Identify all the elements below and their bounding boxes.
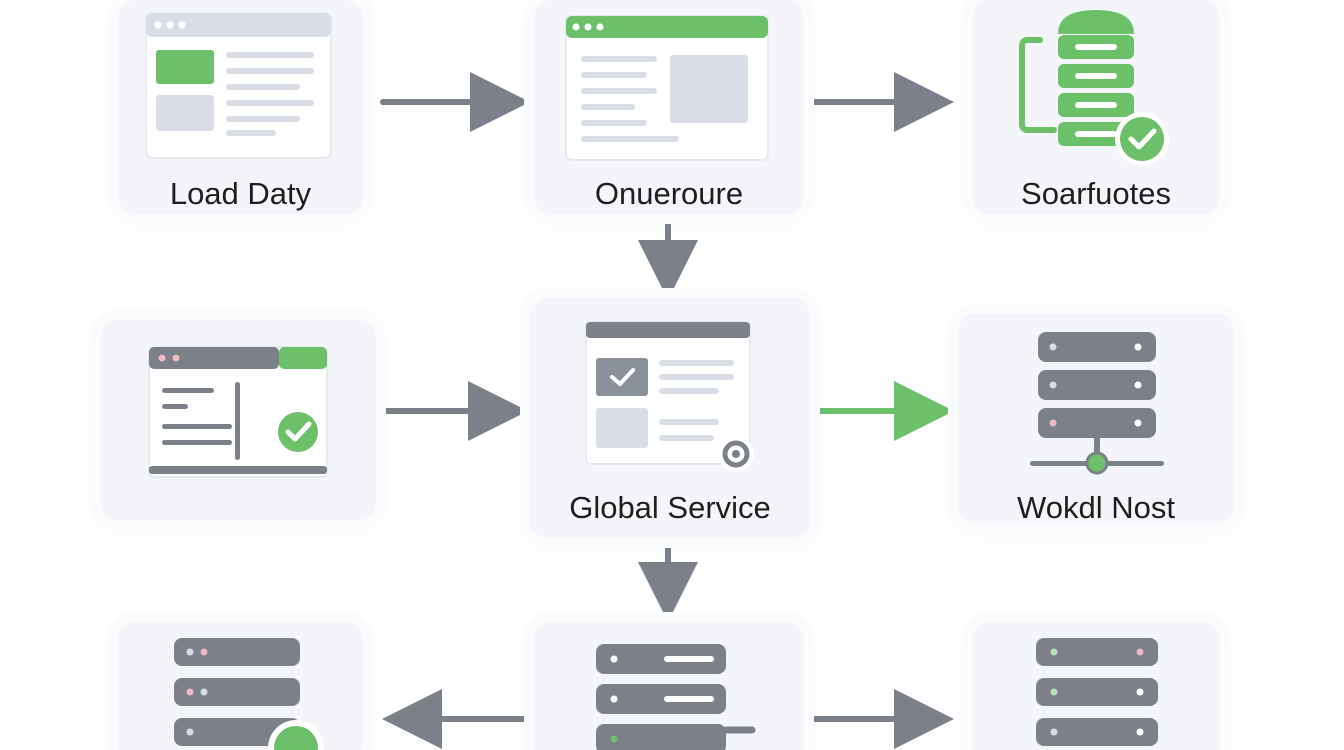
browser-window-icon: [565, 15, 769, 161]
server-check-icon: [1019, 10, 1169, 166]
node-label: Soarfuotes: [1021, 176, 1171, 211]
dashboard-settings-icon: [585, 321, 754, 472]
server-network-icon: [1030, 332, 1164, 475]
node-onueroure: Onueroure: [534, 0, 804, 214]
node-label: Onueroure: [594, 176, 744, 211]
server-edit-icon: [596, 644, 756, 750]
server-icon: [1036, 638, 1158, 746]
node-label: Global Service: [569, 490, 771, 525]
node-server-bottom-center: [534, 622, 804, 750]
node-browser-check: [100, 320, 376, 520]
node-wokdl-nost: Wokdl Nost: [958, 314, 1234, 525]
node-server-bottom-right: [972, 622, 1220, 750]
node-server-bottom-left: [118, 622, 363, 750]
node-load-data: Load Daty: [118, 0, 363, 214]
node-soarfuotes: Soarfuotes: [972, 0, 1220, 214]
server-check-icon: [174, 638, 324, 750]
node-global-service: Global Service: [530, 298, 810, 538]
node-label: Wokdl Nost: [1017, 490, 1175, 525]
browser-check-icon: [148, 346, 328, 478]
browser-window-icon: [145, 12, 332, 159]
node-label: Load Daty: [169, 176, 312, 211]
